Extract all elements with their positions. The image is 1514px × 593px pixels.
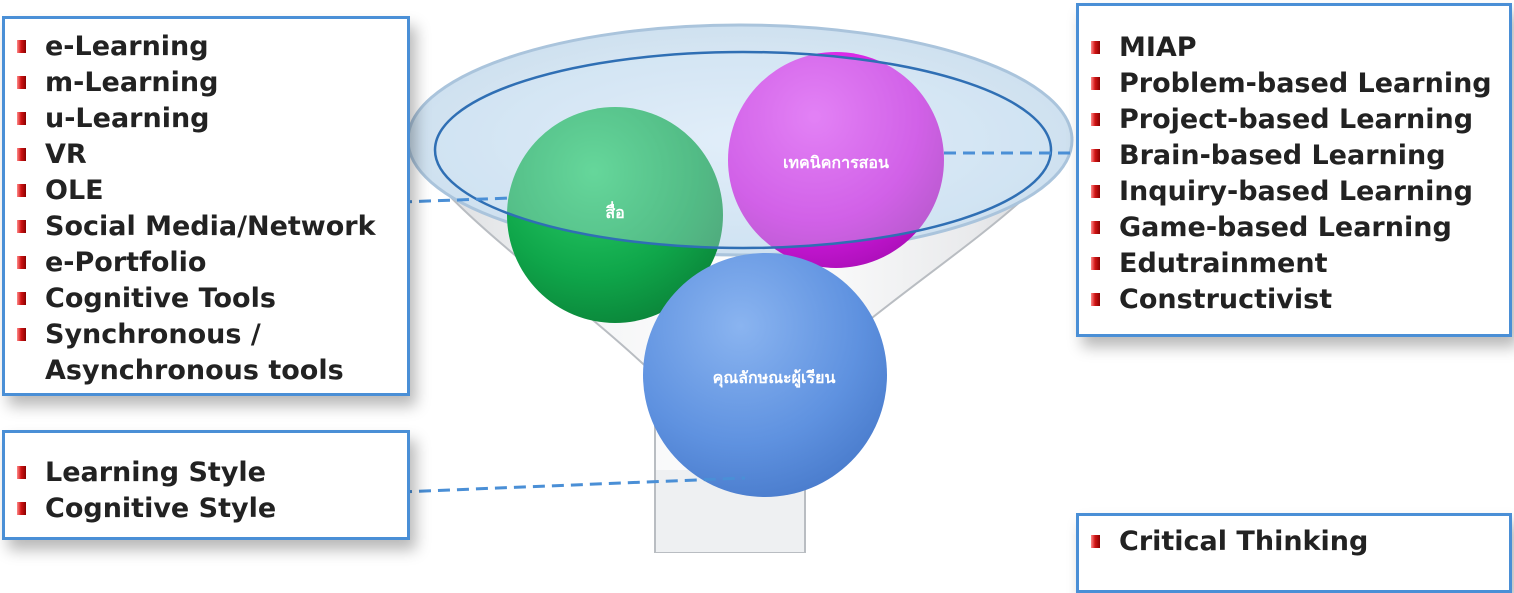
bullet-icon (1091, 113, 1100, 126)
learner-characteristics-circle (643, 253, 887, 497)
bullet-icon (17, 292, 26, 305)
list-item: Synchronous / (5, 317, 407, 353)
list-item: Edutrainment (1079, 246, 1509, 282)
bullet-icon (17, 184, 26, 197)
teaching-technique-box: MIAP Problem-based Learning Project-base… (1076, 3, 1512, 337)
bullet-icon (1091, 221, 1100, 234)
list-item: Constructivist (1079, 282, 1509, 318)
bullet-icon (17, 76, 26, 89)
bullet-icon (1091, 535, 1100, 548)
list-item: Brain-based Learning (1079, 138, 1509, 174)
bullet-icon (1091, 77, 1100, 90)
list-item: Project-based Learning (1079, 102, 1509, 138)
learner-characteristics-label: คุณลักษณะผู้เรียน (713, 368, 836, 389)
list-item: Critical Thinking (1079, 524, 1509, 560)
teaching-technique-circle (728, 52, 944, 268)
bullet-icon (1091, 293, 1100, 306)
bullet-icon (17, 328, 26, 341)
thinking-skills-box: Critical Thinking (1076, 513, 1512, 593)
bullet-icon (1091, 149, 1100, 162)
bullet-icon (1091, 257, 1100, 270)
list-item: OLE (5, 173, 407, 209)
list-item-continuation: Asynchronous tools (45, 355, 344, 386)
bullet-icon (1091, 185, 1100, 198)
list-item: Cognitive Tools (5, 281, 407, 317)
media-label: สื่อ (605, 201, 625, 222)
teaching-technique-label: เทคนิคการสอน (783, 153, 889, 172)
bullet-icon (17, 112, 26, 125)
bullet-icon (1091, 41, 1100, 54)
list-item: Problem-based Learning (1079, 66, 1509, 102)
funnel-diagram: สื่อ เทคนิคการสอน คุณลักษณะผู้เรียน (399, 23, 1078, 553)
list-item: Social Media/Network (5, 209, 407, 245)
learner-style-box: Learning Style Cognitive Style (2, 430, 410, 540)
list-item: Cognitive Style (5, 491, 407, 527)
bullet-icon (17, 256, 26, 269)
bullet-icon (17, 466, 26, 479)
list-item: e-Portfolio (5, 245, 407, 281)
bullet-icon (17, 220, 26, 233)
list-item: VR (5, 137, 407, 173)
list-item: Game-based Learning (1079, 210, 1509, 246)
bullet-icon (17, 148, 26, 161)
list-item: Learning Style (5, 455, 407, 491)
connector-learner (399, 476, 746, 494)
list-item: Inquiry-based Learning (1079, 174, 1509, 210)
funnel-rim-inner (433, 50, 1053, 250)
list-item: m-Learning (5, 65, 407, 101)
media-circle (507, 107, 723, 323)
media-list-box: e-Learning m-Learning u-Learning VR OLE … (2, 16, 410, 396)
bullet-icon (17, 40, 26, 53)
list-item: MIAP (1079, 30, 1509, 66)
list-item: u-Learning (5, 101, 407, 137)
bullet-icon (17, 502, 26, 515)
list-item: e-Learning (5, 29, 407, 65)
